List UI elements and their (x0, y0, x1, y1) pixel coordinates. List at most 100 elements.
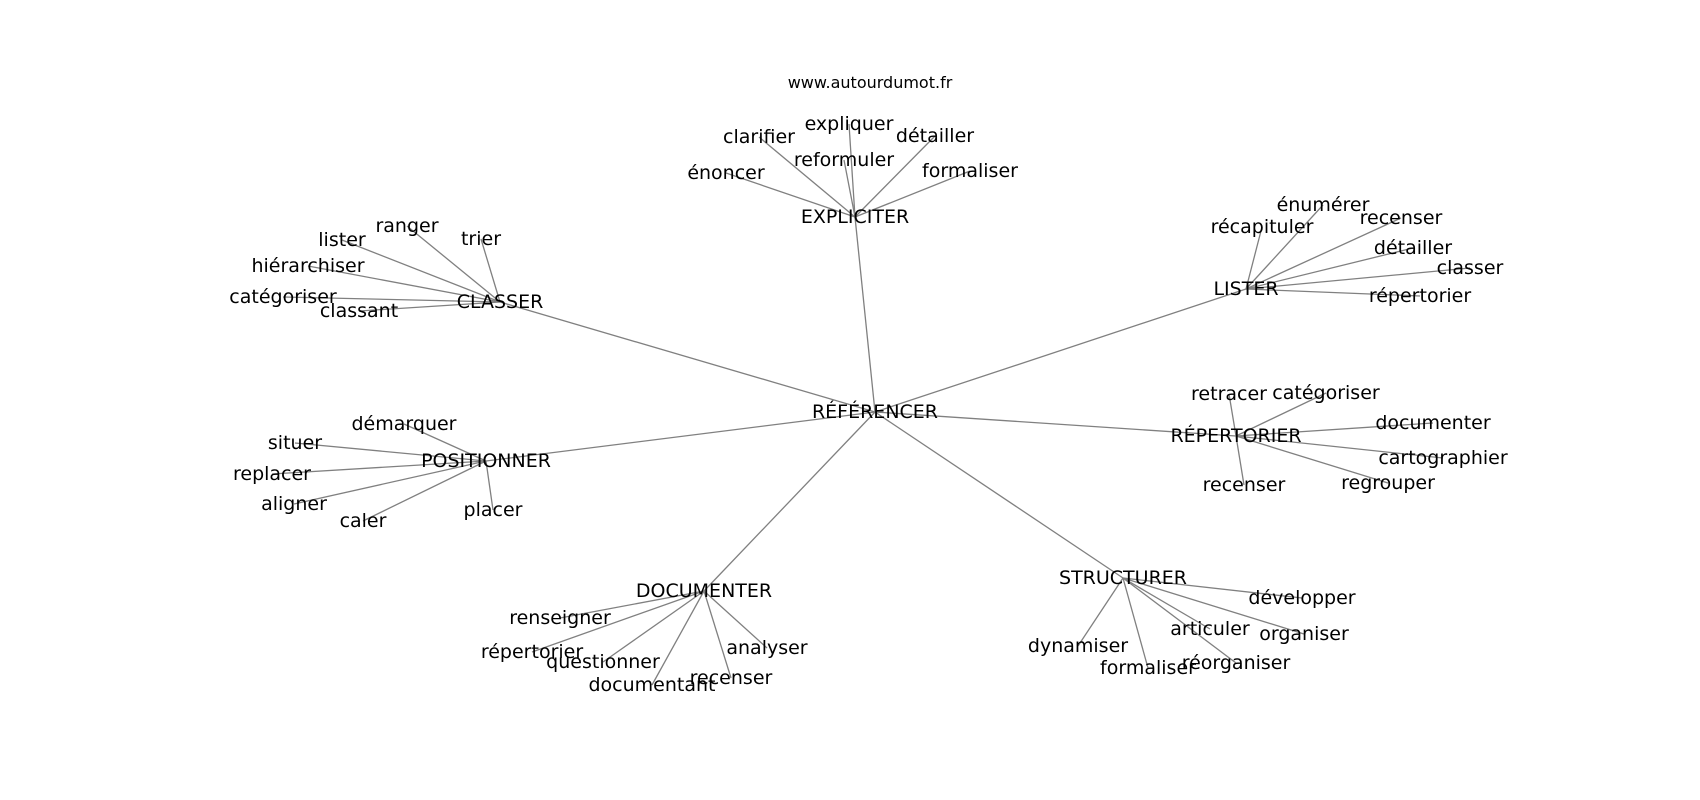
leaf-node-label: placer (464, 499, 523, 521)
leaf-node-label: réorganiser (1182, 652, 1291, 674)
leaf-node-label: développer (1248, 587, 1355, 609)
edge-hub-leaf (406, 225, 501, 303)
leaf-node-label: catégoriser (1272, 382, 1380, 404)
leaf-node-label: caler (340, 510, 387, 532)
leaf-node-label: recenser (690, 667, 773, 689)
leaf-node-label: hiérarchiser (251, 255, 364, 277)
leaf-node-label: reformuler (794, 149, 894, 171)
leaf-node-label: énumérer (1277, 194, 1370, 216)
edge-hub-leaf (848, 123, 856, 218)
edge-hub-leaf (1235, 435, 1444, 459)
leaf-node-label: documentant (589, 674, 716, 696)
edge-hub-leaf (1122, 577, 1303, 599)
edge-hub-leaf (1235, 435, 1245, 486)
edge-hub-leaf (1245, 226, 1263, 290)
leaf-node-label: classer (1437, 257, 1504, 279)
hub-node-label: STRUCTURER (1059, 567, 1187, 589)
leaf-node-label: retracer (1191, 383, 1267, 405)
leaf-node-label: ranger (375, 215, 438, 237)
leaf-node-label: regrouper (1341, 472, 1435, 494)
leaf-node-label: aligner (261, 493, 327, 515)
leaf-node-label: trier (461, 228, 501, 250)
leaf-node-label: catégoriser (229, 286, 337, 308)
leaf-node-label: formaliser (1100, 657, 1196, 679)
edge-hub-leaf (1235, 435, 1389, 484)
leaf-node-label: dynamiser (1028, 635, 1128, 657)
leaf-node-label: situer (268, 432, 322, 454)
leaf-node-label: replacer (233, 463, 311, 485)
edge-hub-leaf (1245, 217, 1402, 290)
edge-hub-leaf (602, 590, 705, 663)
leaf-node-label: renseigner (509, 607, 611, 629)
edge-hub-leaf (293, 460, 487, 505)
edge-hub-leaf (1235, 392, 1327, 437)
leaf-node-label: démarquer (352, 413, 457, 435)
hub-node-label: RÉPERTORIER (1170, 424, 1301, 447)
leaf-node-label: classant (320, 300, 398, 322)
hub-node-label: CLASSER (457, 291, 544, 313)
edge-hub-leaf (341, 239, 501, 303)
edge-hub-leaf (725, 172, 856, 218)
edge-hub-leaf (1228, 393, 1237, 437)
edge-hub-leaf (854, 135, 936, 218)
leaf-node-label: répertorier (481, 641, 583, 663)
labels-layer: RÉFÉRENCER EXPLICITER énoncer clarifier expl… (229, 113, 1508, 696)
edge-hub-leaf (703, 590, 768, 649)
leaf-node-label: répertorier (1369, 285, 1471, 307)
edge-hub-leaf (307, 265, 501, 303)
edge-root-hub (874, 411, 1124, 579)
leaf-node-label: cartographier (1378, 447, 1508, 469)
hub-node-label: DOCUMENTER (636, 580, 772, 602)
leaf-node-label: clarifier (723, 126, 795, 148)
edge-hub-leaf (282, 296, 501, 303)
edge-root-hub (854, 216, 876, 413)
edge-hub-leaf (559, 590, 705, 619)
leaf-node-label: questionner (546, 651, 660, 673)
edge-root-hub (703, 411, 876, 592)
edge-hub-leaf (1245, 267, 1471, 290)
leaf-node-label: analyser (726, 637, 807, 659)
leaf-node-label: organiser (1259, 623, 1349, 645)
edge-hub-leaf (1077, 577, 1124, 647)
leaf-node-label: détailler (1374, 237, 1452, 259)
leaf-node-label: recenser (1360, 207, 1443, 229)
edge-root-hub (874, 288, 1247, 413)
leaf-node-label: récapituler (1211, 216, 1314, 238)
edge-hub-leaf (531, 590, 705, 653)
edge-hub-leaf (358, 301, 501, 312)
edge-root-hub (874, 411, 1237, 437)
edge-hub-leaf (1122, 577, 1305, 635)
leaf-node-label: articuler (1170, 618, 1250, 640)
edge-hub-leaf (271, 460, 487, 475)
edge-hub-leaf (703, 590, 732, 679)
edge-hub-leaf (1122, 577, 1211, 630)
edge-root-hub (485, 411, 876, 462)
edge-hub-leaf (1122, 577, 1237, 664)
edge-hub-leaf (480, 238, 501, 303)
edge-hub-leaf (485, 460, 494, 511)
leaf-node-label: expliquer (805, 113, 894, 135)
edge-root-hub (499, 301, 876, 413)
watermark-text: www.autourdumot.fr (788, 73, 953, 92)
hub-node-label: LISTER (1213, 278, 1278, 300)
edge-hub-leaf (294, 442, 487, 462)
leaf-node-label: lister (318, 229, 366, 251)
hub-node-label: POSITIONNER (421, 450, 551, 472)
leaf-node-label: recenser (1203, 474, 1286, 496)
edge-hub-leaf (843, 159, 856, 218)
edge-hub-leaf (1245, 204, 1324, 290)
edge-hub-leaf (403, 423, 487, 462)
edge-hub-leaf (362, 460, 487, 522)
hub-node-label: EXPLICITER (801, 206, 909, 228)
leaf-node-label: détailler (896, 125, 974, 147)
leaf-node-label: formaliser (922, 160, 1018, 182)
edge-hub-leaf (1245, 247, 1414, 290)
edge-hub-leaf (1122, 577, 1149, 669)
edges-layer (271, 123, 1471, 686)
leaf-node-label: énoncer (687, 162, 765, 184)
root-node-label: RÉFÉRENCER (812, 400, 938, 423)
edge-hub-leaf (854, 170, 971, 218)
edge-hub-leaf (758, 136, 856, 218)
edge-hub-leaf (1235, 422, 1434, 437)
